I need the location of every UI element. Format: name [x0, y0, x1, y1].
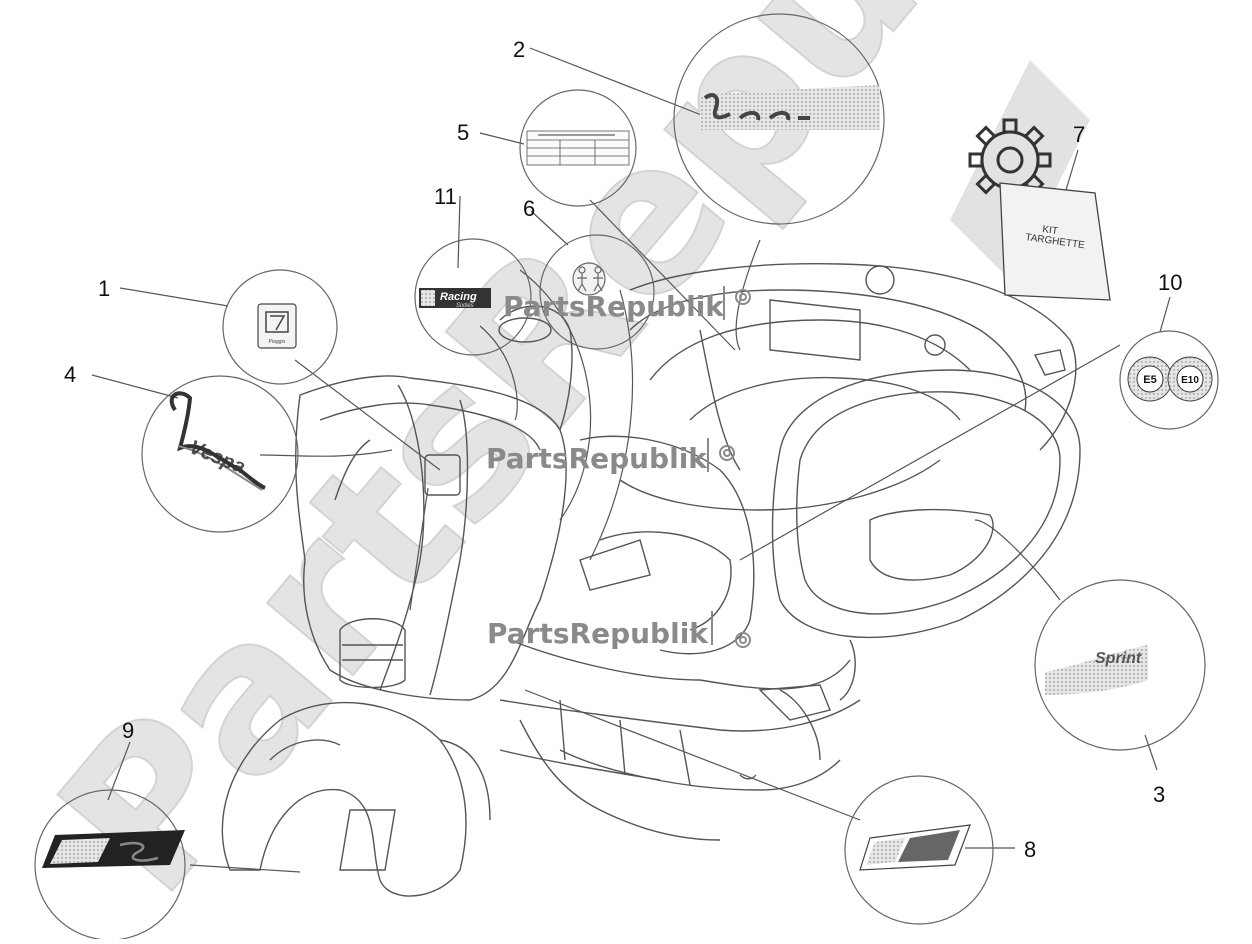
callout-2: 2 [513, 37, 525, 62]
callout-4: 4 [64, 362, 76, 387]
sprint-decal: Sprint [1045, 645, 1148, 695]
detail-circle-5 [519, 89, 637, 207]
sprint-decal-text: Sprint [1095, 650, 1142, 667]
detail-circle-4 [141, 375, 299, 533]
detail-circle-6 [539, 234, 655, 350]
racing-decal-text: Racing [440, 291, 477, 303]
callout-3: 3 [1153, 782, 1165, 807]
vespa-large-decal [700, 85, 880, 130]
vespa-script-logo: Vespa [169, 391, 266, 491]
piaggio-badge: Piaggio [257, 303, 297, 349]
detail-circle-10 [1119, 330, 1219, 430]
s-badge-decal [859, 824, 971, 871]
detail-circle-3 [1034, 579, 1206, 751]
info-label-sticker [526, 130, 630, 166]
piaggio-badge-text: Piaggio [269, 339, 286, 345]
detail-circle-11 [414, 238, 532, 356]
s-stripe-decal [42, 830, 185, 868]
detail-circle-2 [673, 13, 885, 225]
detail-circle-8 [844, 775, 994, 925]
warning-pictogram [572, 262, 606, 296]
callout-9: 9 [122, 718, 134, 743]
kit-targhette-bag: KIT TARGHETTE [999, 182, 1111, 301]
scooter-body [221, 263, 1081, 897]
gear-icon [719, 289, 751, 648]
kit-label-line1: KIT [1042, 224, 1059, 237]
watermark-small-1: PartsRepublik [503, 290, 725, 323]
vespa-script-text: Vespa [186, 436, 248, 478]
racing-decal-subtext: Sixties [456, 303, 474, 309]
watermark-small-3: PartsRepublik [487, 617, 709, 650]
callout-10: 10 [1158, 270, 1182, 295]
fuel-type-sticker: E5 E10 [1127, 356, 1213, 402]
callout-11: 11 [434, 184, 457, 209]
detail-circle-1 [222, 269, 338, 385]
callout-7: 7 [1073, 122, 1085, 147]
callout-5: 5 [457, 120, 469, 145]
racing-sixties-decal: Racing Sixties [419, 288, 491, 309]
watermark-small-2: PartsRepublik [486, 442, 708, 475]
fuel-e10-label: E10 [1181, 375, 1199, 386]
watermark-small-group: PartsRepublik PartsRepublik PartsRepubli… [486, 286, 751, 650]
callout-8: 8 [1024, 837, 1036, 862]
detail-circles [34, 13, 1219, 941]
callout-1: 1 [98, 276, 110, 301]
fuel-e5-label: E5 [1143, 374, 1156, 386]
callout-6: 6 [523, 196, 535, 221]
callout-numbers: 1 2 3 4 5 6 7 8 9 10 11 [64, 37, 1182, 862]
